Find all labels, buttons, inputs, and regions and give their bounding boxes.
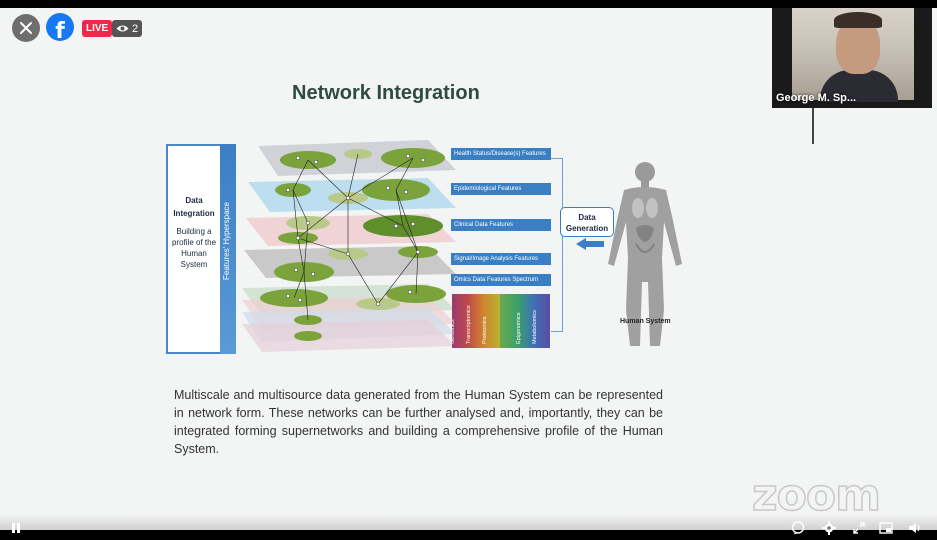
feature-bracket <box>551 158 563 332</box>
data-integration-heading: Data Integration <box>173 196 215 218</box>
omics-genomics: Genomics <box>450 294 468 348</box>
layer-clinical <box>246 214 456 246</box>
network-nodes <box>285 153 426 307</box>
comment-button[interactable] <box>790 520 806 536</box>
viewer-count-badge: 2 <box>112 20 143 37</box>
hyperspace-label: Features' Hyperspace <box>222 201 231 280</box>
feature-label-signal: Signal/Image Analysis Features <box>451 253 551 265</box>
human-system-label: Human System <box>620 318 671 325</box>
gear-icon <box>822 521 836 535</box>
viewer-count: 2 <box>132 22 139 35</box>
data-integration-box: Data Integration Building a profile of t… <box>166 144 222 354</box>
live-badge: LIVE <box>82 20 113 37</box>
feature-label-epidemiological: Epidemiological Features <box>451 183 551 195</box>
left-arrow-icon <box>576 238 604 250</box>
presenter-video[interactable]: George M. Sp... <box>772 8 932 108</box>
video-stage: f LIVE 2 Network Integration Data Integr… <box>0 8 937 530</box>
volume-icon <box>909 523 920 533</box>
player-control-bar <box>0 514 937 540</box>
slide-caption: Multiscale and multisource data generate… <box>174 388 663 456</box>
presenter-name: George M. Sp... <box>776 92 857 104</box>
picture-in-picture-icon <box>879 522 893 534</box>
data-integration-subtext: Building a profile of the Human System <box>171 227 217 269</box>
close-button[interactable] <box>12 14 40 42</box>
close-icon <box>20 22 32 34</box>
inter-layer-links <box>292 153 419 321</box>
omics-transcriptomics: Transcriptomics <box>466 294 484 348</box>
expand-icon <box>853 522 865 534</box>
feature-label-omics: Omics Data Features Spectrum <box>451 274 551 286</box>
slide-title: Network Integration <box>292 82 480 104</box>
presenter-shirt <box>820 70 898 102</box>
pip-button[interactable] <box>878 520 894 536</box>
comment-icon <box>791 521 805 535</box>
feature-label-health: Health Status/Disease(s) Features <box>451 148 551 160</box>
layer-omics <box>242 284 456 352</box>
omics-gap <box>500 294 518 348</box>
layer-epidemiological <box>248 178 456 212</box>
data-generation-box: Data Generation <box>560 207 614 237</box>
volume-button[interactable] <box>907 520 923 536</box>
omics-proteomics: Proteomics <box>482 294 500 348</box>
omics-metabolomics: Metabolomics <box>532 294 550 348</box>
layer-signal <box>244 246 456 282</box>
omics-spectrum: Genomics Transcriptomics Proteomics Epig… <box>450 294 550 348</box>
pause-icon <box>12 523 20 533</box>
presenter-hair <box>834 12 882 28</box>
feature-label-clinical: Clinical Data Features <box>451 219 551 231</box>
facebook-logo-icon[interactable]: f <box>46 13 74 41</box>
expand-button[interactable] <box>851 520 867 536</box>
pause-button[interactable] <box>8 520 24 536</box>
hyperspace-bar <box>220 144 236 354</box>
zoom-watermark: zoom <box>751 469 881 522</box>
network-layers-diagram <box>242 140 456 352</box>
settings-button[interactable] <box>821 520 837 536</box>
eye-icon <box>116 25 129 32</box>
divider-line <box>812 108 814 144</box>
omics-epigenomics: Epigenomics <box>516 294 534 348</box>
human-body-figure <box>608 162 682 346</box>
